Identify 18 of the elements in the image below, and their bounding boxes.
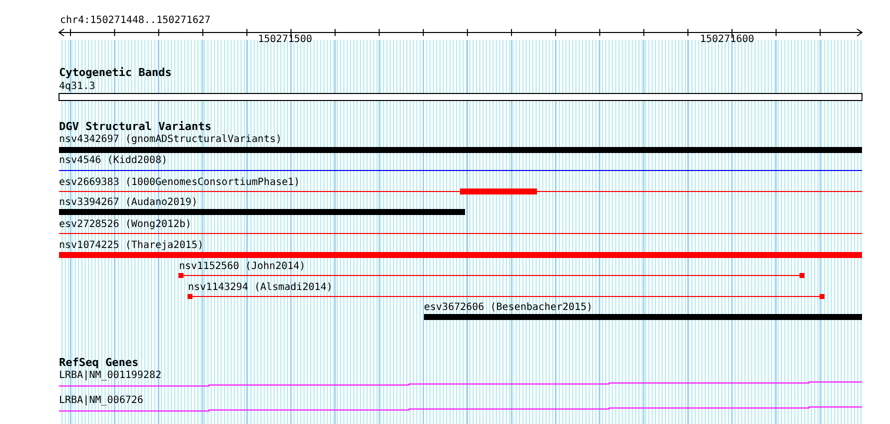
feature-label: nsv4342697 (gnomADStructuralVariants)	[59, 134, 282, 146]
track-title: Cytogenetic Bands	[59, 67, 172, 79]
feature-label: LRBA|NM_006726	[59, 395, 144, 407]
feature-label: nsv3394267 (Audano2019)	[59, 197, 198, 209]
tick-label: 150271500	[258, 34, 312, 46]
tick-label: 150271600	[700, 34, 754, 46]
feature-label: 4q31.3	[59, 81, 96, 93]
feature-label: nsv4546 (Kidd2008)	[59, 155, 168, 167]
feature-label: nsv1152560 (John2014)	[179, 261, 306, 273]
feature-label: LRBA|NM_001199282	[59, 370, 162, 382]
locus-title: chr4:150271448..150271627	[60, 15, 211, 27]
feature-label: esv2669383 (1000GenomesConsortiumPhase1)	[59, 177, 300, 189]
feature-label: nsv1074225 (Thareja2015)	[59, 240, 204, 252]
feature-label: esv2728526 (Wong2012b)	[59, 219, 192, 231]
feature-label: esv3672606 (Besenbacher2015)	[424, 302, 593, 314]
feature-label: nsv1143294 (Alsmadi2014)	[188, 282, 332, 294]
track-title: DGV Structural Variants	[59, 121, 212, 133]
track-title: RefSeq Genes	[59, 357, 138, 369]
